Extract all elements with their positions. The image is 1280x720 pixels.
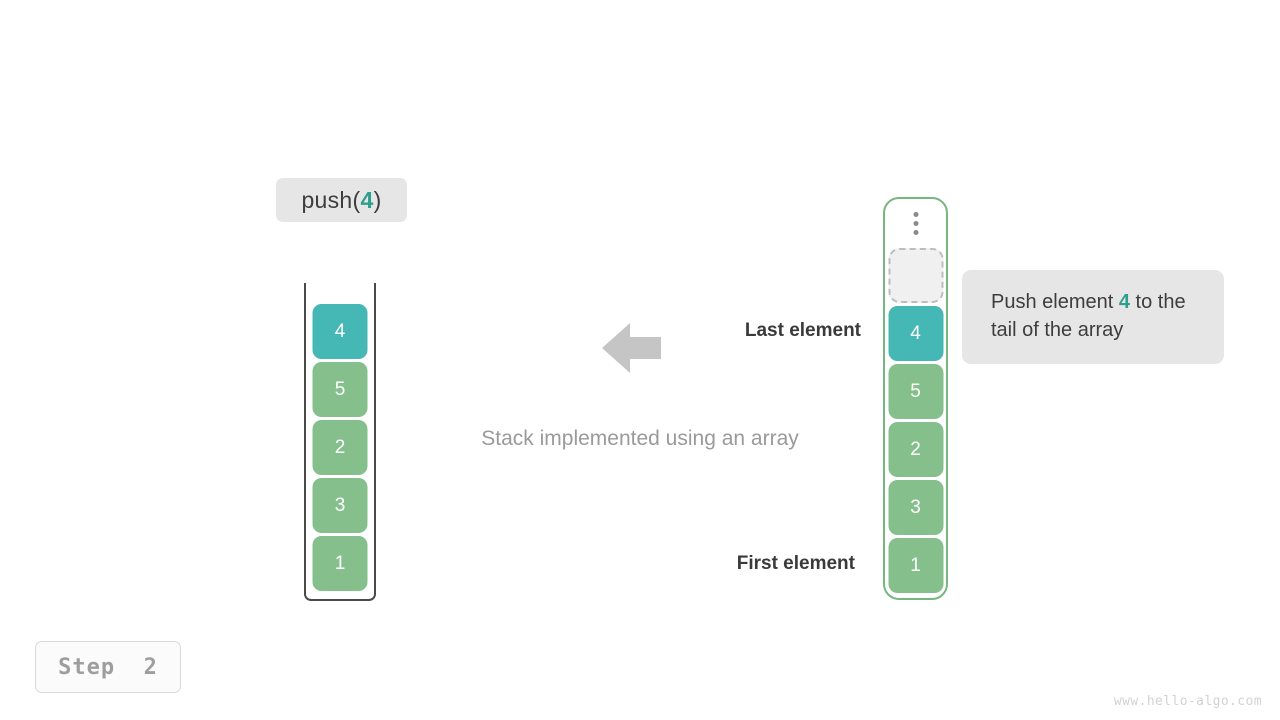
array-cell: 3 [888,480,943,535]
array-cell: 2 [888,422,943,477]
stack-cell-highlighted: 4 [312,304,368,359]
tooltip-callout: Push element 4 to the tail of the array [962,270,1224,364]
array-cell: 5 [888,364,943,419]
last-element-label: Last element [744,320,861,341]
stack-cell: 5 [312,362,368,417]
operation-suffix: ) [373,186,382,213]
array-cell-empty-slot [888,248,943,303]
stack-container-outline [304,283,376,601]
step-badge: Step 2 [35,641,181,693]
array-visualization: 1 3 2 5 4 [883,197,948,600]
operation-prefix: push( [301,186,361,213]
tooltip-tail: to the tail of the array [991,291,1186,342]
stack-cell: 2 [312,420,368,475]
arrow-left-icon [602,319,661,377]
array-cell-list: 1 3 2 5 4 [888,248,943,593]
stack-cell-list: 1 3 2 5 4 [312,304,368,591]
array-cell: 1 [888,538,943,593]
stack-cell: 1 [312,536,368,591]
stack-visualization: 1 3 2 5 4 [304,283,376,601]
operation-label: push(4) [276,178,407,222]
tooltip-lead: Push element [991,291,1119,313]
first-element-label: First element [736,553,855,574]
operation-argument: 4 [360,186,374,213]
tooltip-accent-value: 4 [1118,291,1130,313]
vertical-ellipsis-icon [913,212,918,235]
stack-caption: Stack implemented using an array [481,427,799,450]
watermark: www.hello-algo.com [1113,694,1262,709]
stack-cell: 3 [312,478,368,533]
array-cell-highlighted: 4 [888,306,943,361]
array-container-outline [883,197,948,600]
